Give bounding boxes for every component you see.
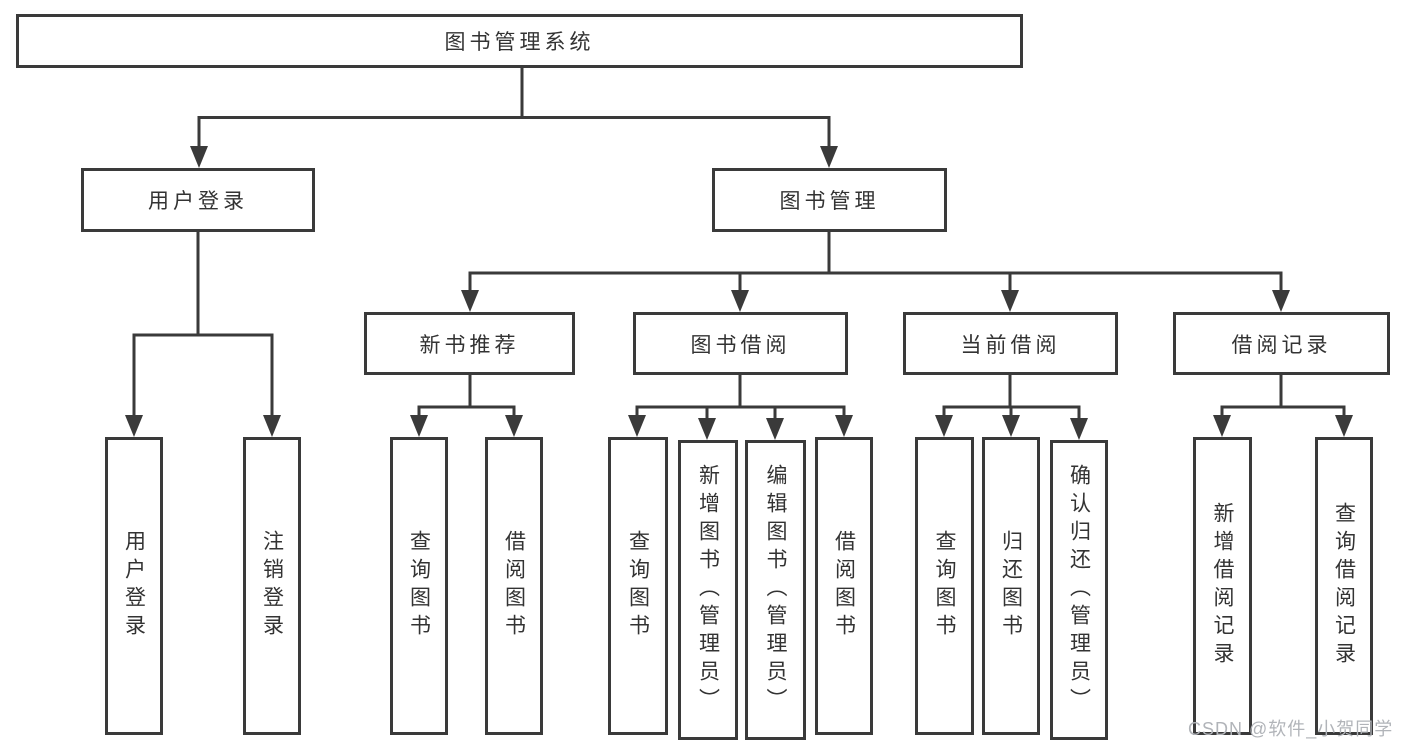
leaf-borrow-edit-books-admin: 编辑图书（管理员） — [745, 440, 806, 740]
leaf-records-query-record: 查询借阅记录 — [1315, 437, 1373, 735]
node-user-login-module: 用户登录 — [81, 168, 315, 232]
leaf-current-return-books: 归还图书 — [982, 437, 1040, 735]
node-borrow-records: 借阅记录 — [1173, 312, 1390, 375]
node-book-management-module: 图书管理 — [712, 168, 947, 232]
leaf-records-add-record: 新增借阅记录 — [1193, 437, 1252, 735]
node-root-system: 图书管理系统 — [16, 14, 1023, 68]
leaf-current-query-books: 查询图书 — [915, 437, 974, 735]
csdn-watermark: CSDN @软件_小贺同学 — [1188, 719, 1394, 739]
node-new-book-recommend: 新书推荐 — [364, 312, 575, 375]
leaf-borrow-add-books-admin: 新增图书（管理员） — [678, 440, 738, 740]
leaf-recommend-query-books: 查询图书 — [390, 437, 448, 735]
node-book-borrow: 图书借阅 — [633, 312, 848, 375]
leaf-user-login: 用户登录 — [105, 437, 163, 735]
leaf-current-confirm-return-admin: 确认归还（管理员） — [1050, 440, 1108, 740]
leaf-logout: 注销登录 — [243, 437, 301, 735]
leaf-borrow-borrow-books: 借阅图书 — [815, 437, 873, 735]
leaf-borrow-query-books: 查询图书 — [608, 437, 668, 735]
node-current-borrow: 当前借阅 — [903, 312, 1118, 375]
leaf-recommend-borrow-books: 借阅图书 — [485, 437, 543, 735]
